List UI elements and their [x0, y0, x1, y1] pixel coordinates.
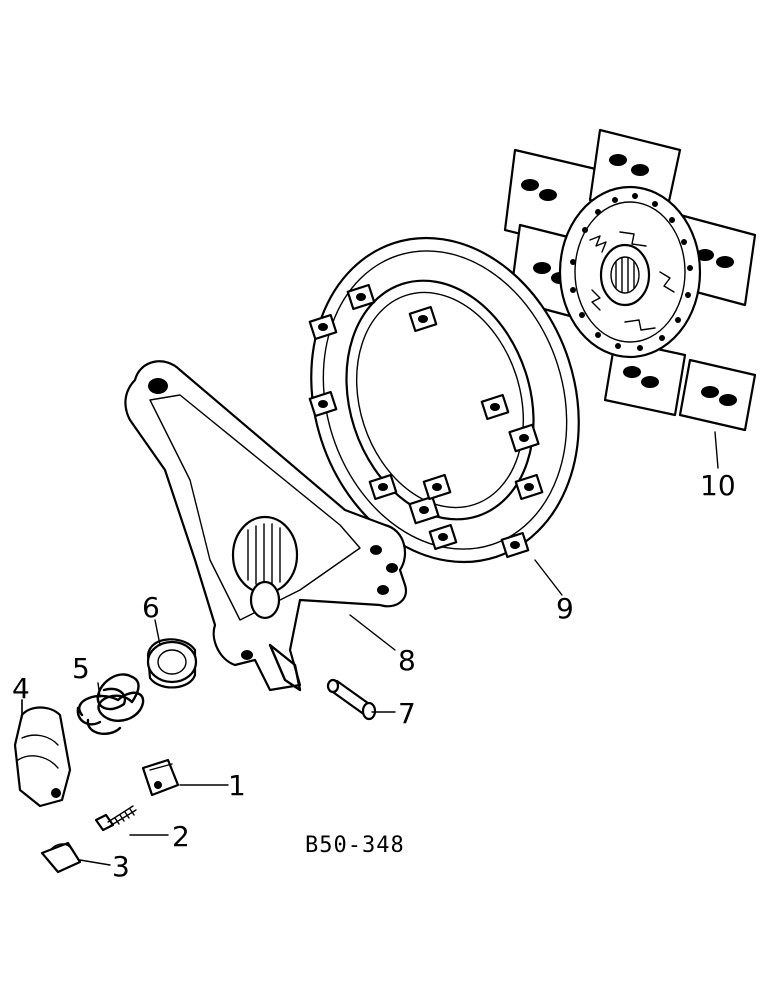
callout-5: 5: [72, 652, 90, 685]
leader-lines: [21, 431, 719, 866]
pin: [326, 678, 377, 721]
callout-8: 8: [398, 644, 416, 677]
release-lever: [124, 360, 408, 692]
clip: [141, 758, 180, 797]
callout-2: 2: [172, 820, 190, 853]
clutch-disc-pad: [603, 338, 687, 417]
callout-4: 4: [12, 672, 30, 705]
figure-code: B50-348: [305, 833, 405, 858]
clutch-disc-springs: [589, 231, 675, 331]
clutch-disc-hub: [599, 243, 651, 307]
clamp: [13, 699, 72, 808]
small-bracket: [40, 841, 82, 874]
callout-6: 6: [142, 591, 160, 624]
callout-labels: 1 2 3 4 5 6 7 8 9 10: [12, 469, 736, 883]
callout-3: 3: [112, 850, 130, 883]
pressure-plate: [308, 236, 580, 564]
clutch-disc: [503, 128, 757, 432]
callout-10: 10: [700, 469, 736, 502]
callout-9: 9: [556, 592, 574, 625]
spring: [76, 673, 145, 736]
callout-7: 7: [398, 697, 416, 730]
pressure-plate-bosses: [308, 283, 544, 559]
callout-1: 1: [228, 769, 246, 802]
clutch-disc-rivets: [570, 193, 693, 351]
bolt: [94, 805, 137, 832]
bushing: [146, 638, 198, 689]
clutch-disc-pad: [678, 358, 757, 432]
